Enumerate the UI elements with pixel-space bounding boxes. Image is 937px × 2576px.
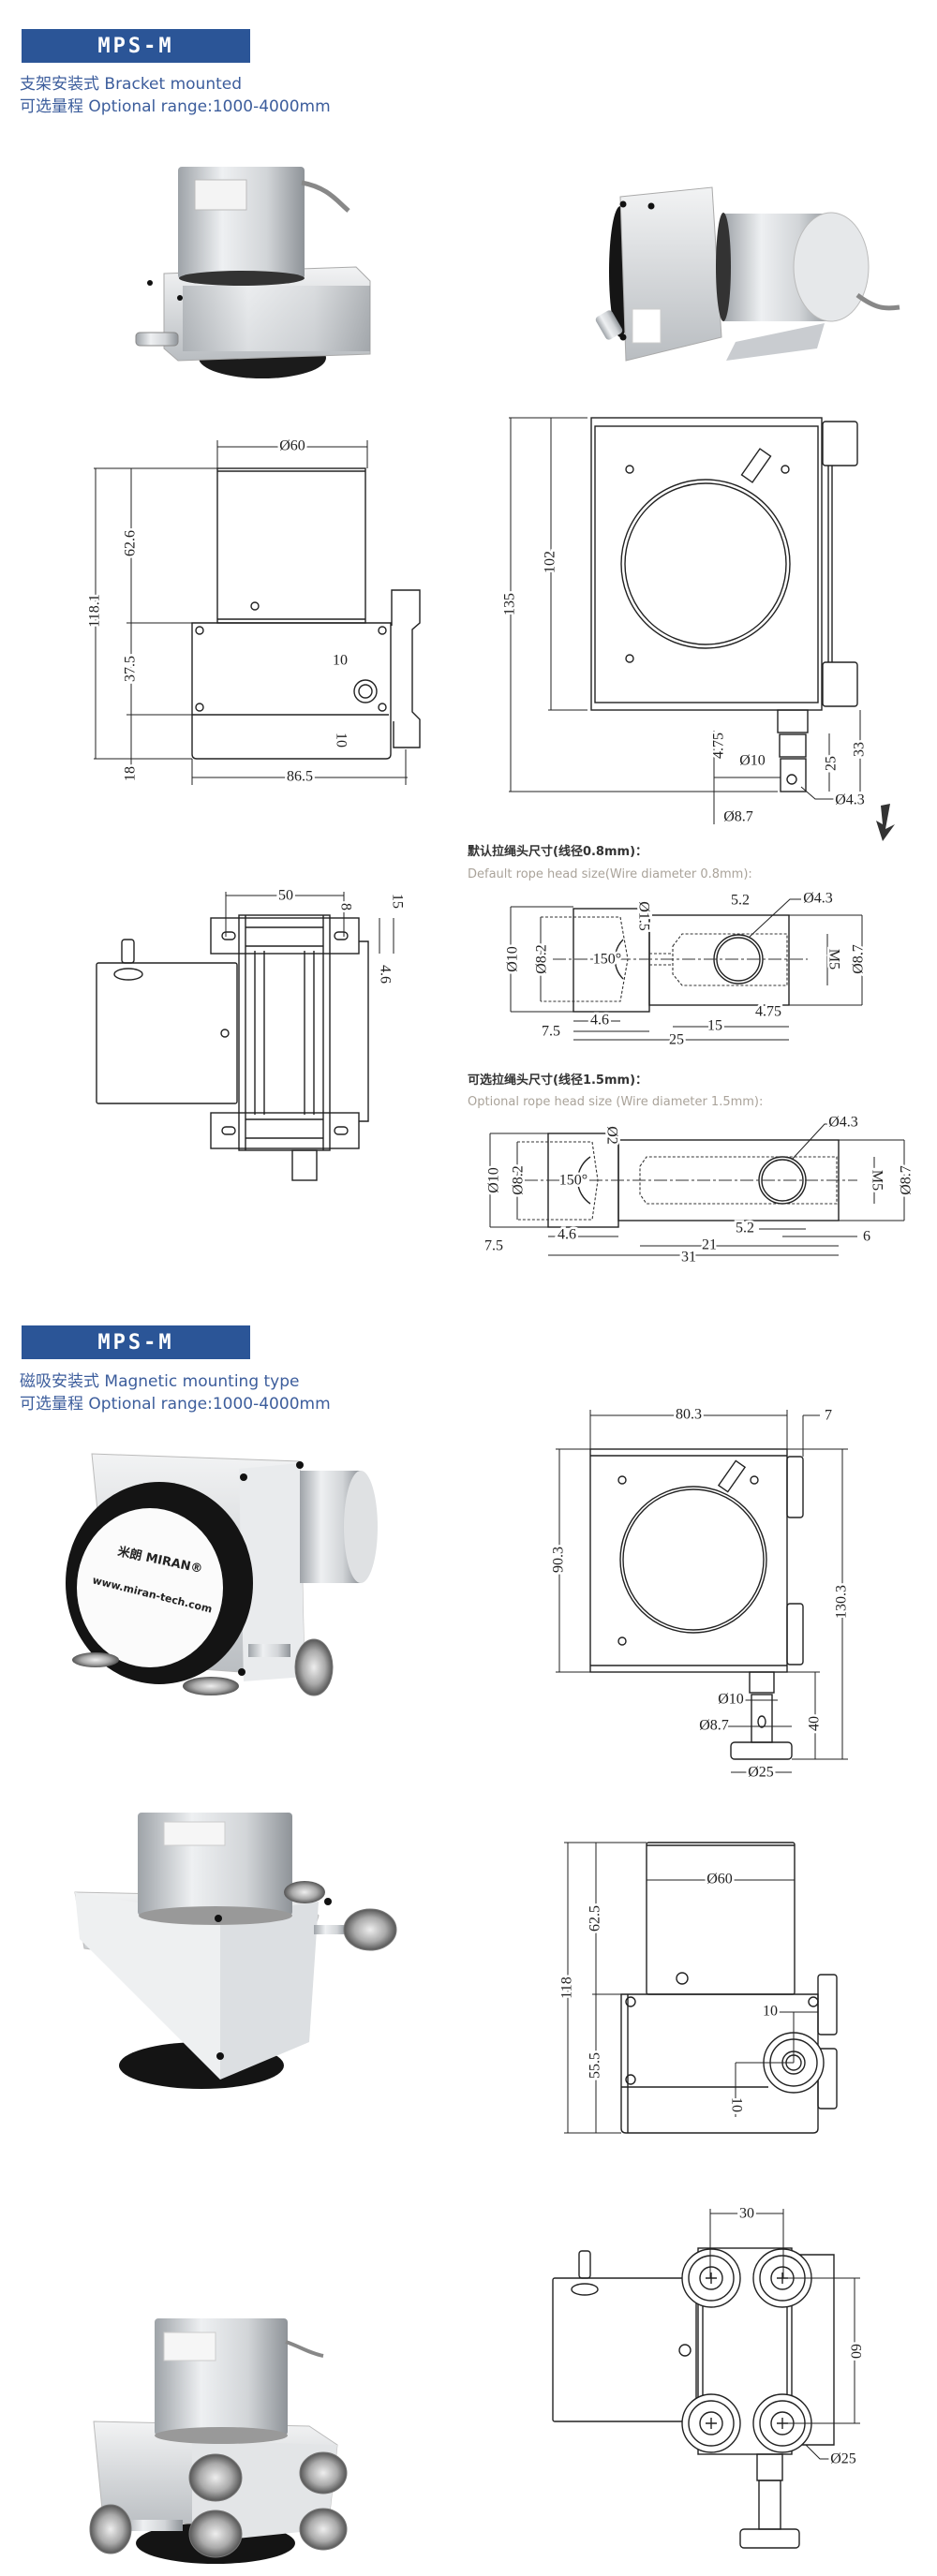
product-photo-magnetic-four-magnets (89, 2318, 348, 2564)
product-photo-bracket-side (595, 186, 900, 362)
dim-label: 5.2 (731, 893, 750, 909)
dim-label: 80.3 (676, 1407, 702, 1423)
drawing-bracket-bottom: 50 8 15 4.6 (96, 885, 408, 1181)
model-label: MPS-M (97, 34, 174, 58)
product-photo-magnetic-front: 米朗 MIRAN® www.miran-tech.com (66, 1453, 378, 1696)
dim-label: 6 (863, 1229, 870, 1245)
dim-label: Ø2 (603, 1126, 619, 1145)
dim-label: 4.75 (711, 733, 727, 759)
dim-label: 7 (825, 1408, 832, 1424)
dim-label: 118.1 (87, 594, 103, 627)
dim-label: 33 (852, 742, 868, 757)
dim-label: 18 (123, 766, 139, 781)
drawing-bracket-side: 135 102 33 25 4.75 Ø10 Ø8.7 Ø4.3 (499, 417, 895, 841)
dim-label: 135 (502, 593, 518, 615)
dim-label: Ø25 (830, 2451, 856, 2467)
dim-label: Ø25 (748, 1765, 774, 1781)
dim-label: 5.2 (736, 1221, 754, 1236)
dim-label: 25 (669, 1032, 684, 1048)
dim-label: 37.5 (123, 656, 139, 682)
dim-label: 150° (559, 1173, 587, 1189)
dim-label: Ø60 (706, 1872, 733, 1888)
dim-label: 150° (593, 952, 621, 968)
dim-label: 62.5 (587, 1905, 603, 1932)
dim-label: 86.5 (287, 769, 313, 785)
drawing-magnetic-side: 118 62.5 55.5 Ø60 10 10 (557, 1842, 838, 2134)
dim-label: Ø8.7 (899, 1165, 915, 1195)
dim-label: 8 (337, 903, 353, 910)
default-rope-head-title: 默认拉绳头尺寸(线径0.8mm)： (468, 845, 648, 859)
model-banner: MPS-M (22, 29, 250, 63)
dim-label: 4.6 (590, 1013, 609, 1029)
dim-label: 7.5 (484, 1238, 503, 1254)
dim-label: 31 (681, 1250, 696, 1266)
dim-label: 62.6 (123, 530, 139, 556)
arrow-icon (876, 804, 895, 841)
dim-label: 50 (278, 888, 293, 904)
dim-label: Ø8.2 (534, 944, 550, 974)
dim-label: 130.3 (834, 1585, 850, 1619)
dim-label: 60 (847, 2344, 863, 2359)
dim-label: 4.6 (558, 1227, 576, 1243)
dim-label: 10 (728, 2097, 744, 2112)
dim-label: M5 (825, 949, 841, 970)
drawing-bracket-front: Ø60 118.1 62.6 37.5 18 86.5 10 10 (84, 436, 421, 787)
product-photo-bracket-vertical (135, 167, 371, 378)
drawing-optional-rope-head: Ø10 Ø8.2 150° Ø2 Ø4.3 M5 Ø8.7 4.6 7.5 5.… (483, 1112, 917, 1267)
model-banner: MPS-M (22, 1325, 250, 1359)
drawing-magnetic-top: 80.3 7 90.3 130.3 40 Ø10 Ø8.7 Ø25 (548, 1404, 852, 1783)
dim-label: Ø10 (486, 1167, 502, 1193)
dim-label: Ø8.7 (851, 944, 867, 974)
dim-label: Ø8.7 (699, 1718, 729, 1734)
dim-label: 15 (707, 1018, 722, 1034)
dim-label: 25 (824, 756, 840, 771)
range-text: 可选量程 Optional range:1000-4000mm (20, 97, 331, 116)
dim-label: Ø8.2 (511, 1165, 527, 1195)
dim-label: 15 (389, 894, 405, 909)
dim-label: 4.75 (755, 1004, 781, 1020)
drawing-magnetic-bottom: 30 60 Ø25 (552, 2203, 866, 2549)
product-photo-magnetic-vertical (74, 1813, 397, 2089)
dim-label: Ø60 (279, 438, 305, 454)
drawing-default-rope-head: Ø10 Ø8.2 150° Ø1.5 5.2 Ø4.3 M5 Ø8.7 4.6 … (502, 888, 869, 1050)
dim-label: M5 (869, 1170, 885, 1191)
dim-label: 55.5 (587, 2052, 603, 2079)
magnet-icon (681, 2393, 741, 2453)
dim-label: 10 (333, 733, 349, 748)
dim-label: Ø1.5 (635, 901, 651, 931)
default-rope-head-subtitle: Default rope head size(Wire diameter 0.8… (468, 867, 752, 881)
optional-rope-head-subtitle: Optional rope head size (Wire diameter 1… (468, 1095, 764, 1109)
mount-type-text: 磁吸安装式 Magnetic mounting type (20, 1372, 300, 1391)
model-label: MPS-M (97, 1330, 174, 1355)
dim-label: 30 (739, 2206, 754, 2222)
dim-label: 4.6 (377, 965, 393, 984)
mount-type-text: 支架安装式 Bracket mounted (20, 75, 243, 94)
range-text: 可选量程 Optional range:1000-4000mm (20, 1395, 331, 1414)
dim-label: 7.5 (542, 1024, 560, 1040)
magnet-icon (681, 2248, 741, 2308)
dim-label: 102 (543, 551, 558, 573)
dim-label: 10 (763, 2004, 778, 2020)
dim-label: 40 (807, 1716, 823, 1731)
dim-label: Ø4.3 (828, 1115, 858, 1131)
dim-label: Ø10 (505, 946, 521, 972)
dim-label: 118 (559, 1976, 575, 1998)
dim-label: 10 (333, 653, 348, 669)
dim-label: 90.3 (551, 1547, 567, 1573)
dim-label: 21 (702, 1237, 717, 1253)
dim-label: Ø10 (718, 1692, 744, 1708)
dim-label: Ø4.3 (803, 891, 833, 907)
optional-rope-head-title: 可选拉绳头尺寸(线径1.5mm)： (468, 1073, 648, 1088)
dim-label: Ø8.7 (723, 809, 753, 825)
dim-label: Ø10 (739, 753, 766, 769)
dim-label: Ø4.3 (835, 792, 865, 808)
